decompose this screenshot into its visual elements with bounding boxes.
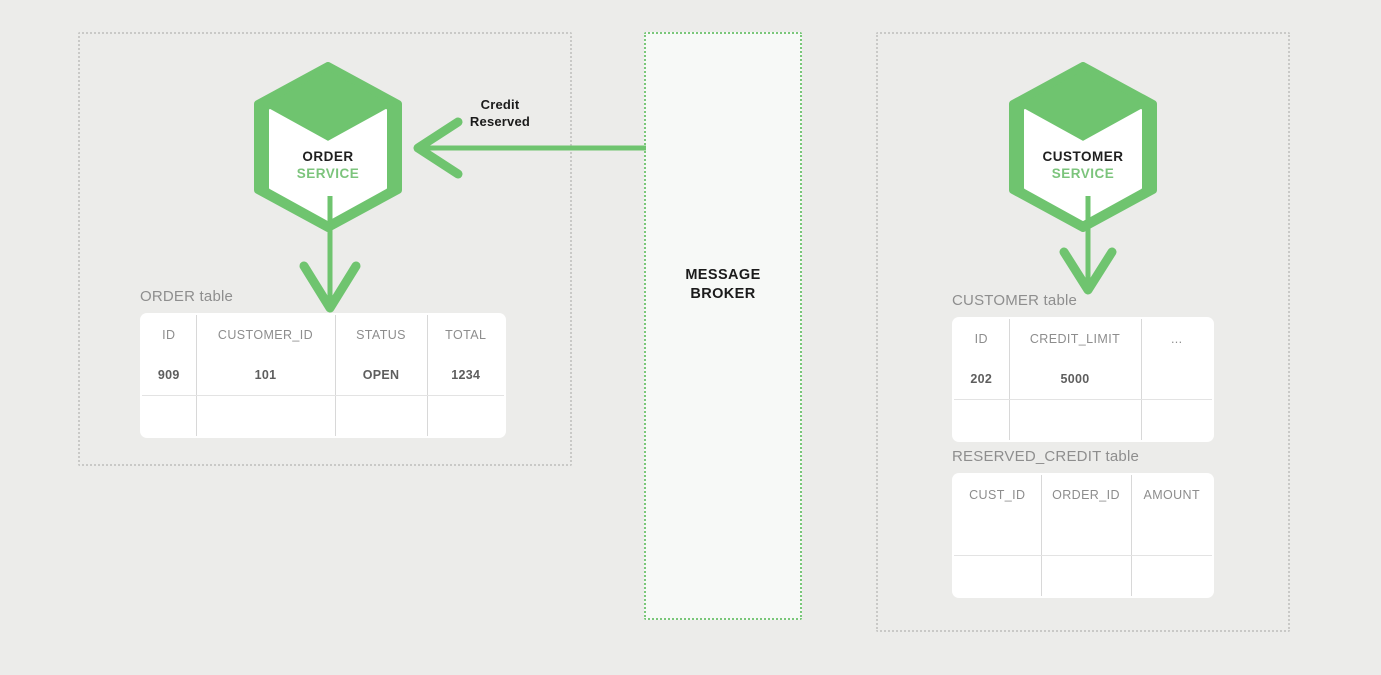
customer-table-caption: CUSTOMER table (952, 292, 1078, 309)
customer-service-boundary (876, 32, 1290, 632)
table-cell: OPEN (335, 355, 428, 396)
table-cell (954, 555, 1042, 596)
hexagon-shape-icon (1009, 62, 1157, 232)
table-header-cell: TOTAL (427, 315, 504, 355)
table-header-row: ID CREDIT_LIMIT ... (954, 319, 1212, 359)
table-header-row: CUST_ID ORDER_ID AMOUNT (954, 475, 1212, 515)
table-header-cell: CUSTOMER_ID (196, 315, 336, 355)
order-table: ID CUSTOMER_ID STATUS TOTAL 909 101 OPEN… (140, 313, 506, 438)
reserved-credit-table-caption: RESERVED_CREDIT table (952, 448, 1140, 465)
table-row: 202 5000 (954, 359, 1212, 400)
table-row (954, 515, 1212, 556)
table-cell: 202 (954, 359, 1010, 400)
customer-table: ID CREDIT_LIMIT ... 202 5000 (952, 317, 1214, 442)
order-service-to-order-table-arrow (299, 196, 361, 313)
table-cell (335, 395, 428, 436)
table-cell (1131, 515, 1212, 556)
hexagon-shape-icon (254, 62, 402, 232)
order-table-caption: ORDER table (140, 288, 234, 305)
credit-reserved-arrow (413, 117, 646, 179)
table-row (954, 555, 1212, 596)
table-cell (1141, 399, 1212, 440)
table-cell: 909 (142, 355, 197, 396)
customer-service-to-customer-table-arrow (1059, 196, 1117, 295)
table-cell (1041, 515, 1132, 556)
table-header-cell: CREDIT_LIMIT (1009, 319, 1142, 359)
table-cell (954, 515, 1042, 556)
table-cell (196, 395, 336, 436)
credit-reserved-label: Credit Reserved (432, 96, 568, 130)
table-cell (1041, 555, 1132, 596)
table-cell: 1234 (427, 355, 504, 396)
table-cell (142, 395, 197, 436)
order-service-boundary (78, 32, 572, 466)
table-row: 909 101 OPEN 1234 (142, 355, 504, 396)
table-row (142, 395, 504, 436)
table-cell (1141, 359, 1212, 400)
table-cell (1131, 555, 1212, 596)
table-cell (1009, 399, 1142, 440)
table-header-cell: ORDER_ID (1041, 475, 1132, 515)
message-broker-box: MESSAGE BROKER (644, 32, 802, 620)
table-header-cell: STATUS (335, 315, 428, 355)
credit-reserved-label-line2: Reserved (469, 114, 531, 129)
order-table-block: ORDER table ID CUSTOMER_ID STATUS TOTAL … (140, 288, 506, 438)
table-cell (954, 399, 1010, 440)
message-broker-label-line2: BROKER (690, 286, 756, 302)
table-header-cell: ID (954, 319, 1010, 359)
table-cell: 101 (196, 355, 336, 396)
message-broker-label-line1: MESSAGE (685, 267, 761, 283)
table-cell: 5000 (1009, 359, 1142, 400)
table-header-cell: ID (142, 315, 197, 355)
reserved-credit-table-block: RESERVED_CREDIT table CUST_ID ORDER_ID A… (952, 448, 1214, 598)
table-cell (427, 395, 504, 436)
credit-reserved-label-line1: Credit (480, 97, 520, 112)
customer-table-block: CUSTOMER table ID CREDIT_LIMIT ... 202 5… (952, 292, 1214, 442)
table-row (954, 399, 1212, 440)
table-header-cell: CUST_ID (954, 475, 1042, 515)
message-broker-label: MESSAGE BROKER (646, 266, 800, 304)
reserved-credit-table: CUST_ID ORDER_ID AMOUNT (952, 473, 1214, 598)
table-header-cell: AMOUNT (1131, 475, 1212, 515)
table-header-cell: ... (1141, 319, 1212, 359)
table-header-row: ID CUSTOMER_ID STATUS TOTAL (142, 315, 504, 355)
